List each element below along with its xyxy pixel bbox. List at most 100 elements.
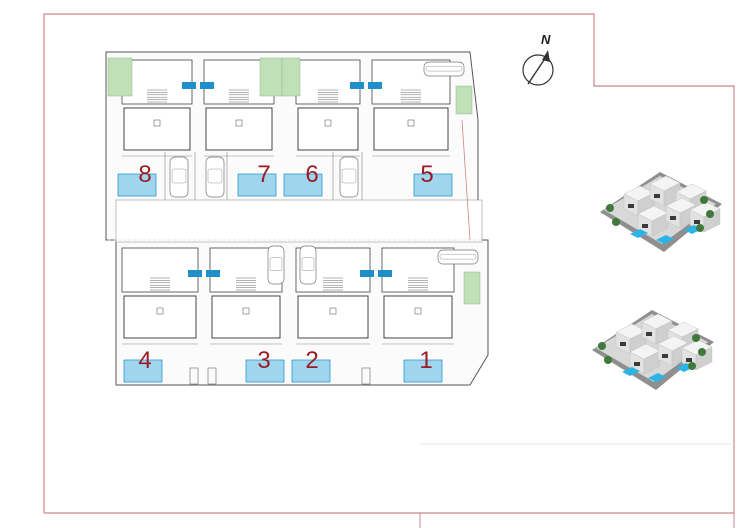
render-window — [670, 216, 676, 220]
render-tree — [700, 196, 708, 204]
render-tree — [688, 362, 696, 370]
swimming-pool — [413, 173, 453, 197]
render-pool — [648, 373, 666, 382]
car-cabin — [171, 168, 187, 184]
parked-car — [437, 249, 479, 265]
bathroom-fixture — [182, 82, 196, 89]
render-pool — [622, 367, 640, 376]
unit-label-5: 5 — [420, 161, 433, 188]
render-wall-right — [703, 208, 721, 233]
render-window — [642, 224, 648, 228]
entrance-gate — [361, 367, 371, 385]
unit-1: 1 — [378, 247, 455, 383]
entrance-gate — [189, 367, 199, 385]
render-tree — [598, 342, 606, 350]
render-bottom — [592, 310, 714, 390]
car-body — [437, 249, 479, 265]
render-wall-right — [643, 350, 661, 375]
living-room — [297, 295, 369, 339]
parked-car — [423, 61, 465, 77]
lawn-area — [259, 57, 283, 97]
lawn-area — [107, 57, 133, 97]
living-room — [211, 295, 281, 339]
render-window — [654, 194, 660, 198]
render-tree — [604, 356, 612, 364]
bathroom-fixture — [188, 270, 202, 277]
swimming-pool — [123, 359, 163, 383]
render-pool — [630, 229, 648, 238]
entrance-gate — [207, 367, 217, 385]
column-marker — [324, 119, 332, 127]
render-wall-right — [695, 346, 713, 371]
render-window — [646, 332, 652, 336]
units-layer: 8 7 6 5 4 3 2 1 — [107, 57, 482, 385]
render-wall-right — [651, 212, 669, 237]
lawn-area — [463, 271, 481, 305]
upper-rooms — [121, 247, 199, 293]
swimming-pool — [283, 173, 323, 197]
column-marker — [242, 307, 250, 315]
render-tree — [696, 224, 704, 232]
render-window — [662, 354, 668, 358]
render-tree — [606, 204, 614, 212]
unit-label-8: 8 — [138, 161, 151, 188]
bathroom-fixture — [378, 270, 392, 277]
column-marker — [329, 307, 337, 315]
render-tree — [698, 348, 706, 356]
render-window — [686, 358, 692, 362]
car-cabin — [341, 168, 357, 184]
central-road — [115, 199, 483, 243]
bathroom-fixture — [368, 82, 382, 89]
render-window — [628, 204, 634, 208]
north-arrow: N — [522, 32, 554, 86]
column-marker — [235, 119, 243, 127]
car-body — [423, 61, 465, 77]
living-room — [205, 107, 273, 151]
lawn-area — [281, 57, 301, 97]
living-room — [123, 107, 191, 151]
unit-label-7: 7 — [257, 161, 270, 188]
living-room — [373, 107, 449, 151]
render-top — [600, 172, 722, 252]
column-marker — [153, 119, 161, 127]
unit-label-2: 2 — [305, 347, 318, 374]
unit-label-3: 3 — [257, 347, 270, 374]
render-pool — [656, 235, 674, 244]
car-cabin — [207, 168, 223, 184]
column-marker — [414, 307, 422, 315]
unit-label-4: 4 — [138, 347, 151, 374]
car-cabin — [301, 257, 315, 271]
car-body — [299, 245, 317, 285]
lawn-area — [455, 85, 473, 115]
car-cabin — [425, 65, 463, 72]
parked-car — [267, 245, 285, 285]
living-room — [383, 295, 453, 339]
car-body — [339, 156, 359, 198]
bathroom-fixture — [206, 270, 220, 277]
bathroom-fixture — [200, 82, 214, 89]
bathroom-fixture — [360, 270, 374, 277]
car-body — [169, 156, 189, 198]
parked-car — [169, 156, 189, 198]
unit-label-6: 6 — [305, 161, 318, 188]
parked-car — [299, 245, 317, 285]
car-body — [205, 156, 225, 198]
living-room — [123, 295, 197, 339]
parked-car — [205, 156, 225, 198]
swimming-pool — [117, 173, 157, 197]
swimming-pool — [237, 173, 277, 197]
render-tree — [706, 210, 714, 218]
car-cabin — [269, 257, 283, 271]
car-body — [267, 245, 285, 285]
unit-4: 4 — [121, 247, 202, 383]
column-marker — [407, 119, 415, 127]
render-window — [634, 362, 640, 366]
render-tree — [612, 218, 620, 226]
render-tree — [692, 334, 700, 342]
upper-rooms — [295, 59, 361, 105]
swimming-pool — [291, 359, 331, 383]
north-label: N — [541, 32, 551, 47]
render-window — [620, 342, 626, 346]
unit-5: 5 — [368, 59, 453, 197]
